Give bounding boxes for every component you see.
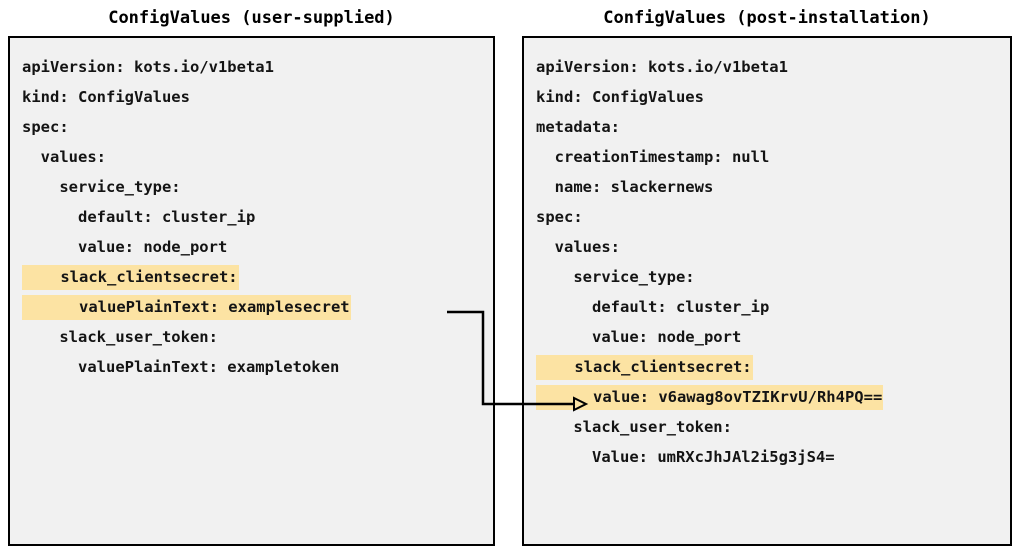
panel-title-post-installation: ConfigValues (post-installation) xyxy=(603,8,931,28)
code-text: valuePlainText: exampletoken xyxy=(22,358,340,376)
code-line: apiVersion: kots.io/v1beta1 xyxy=(524,52,1010,82)
code-text: name: slackernews xyxy=(536,178,714,196)
code-text: service_type: xyxy=(536,268,695,286)
code-text: default: cluster_ip xyxy=(536,298,770,316)
code-text: value: node_port xyxy=(536,328,742,346)
code-line-highlighted: valuePlainText: examplesecret xyxy=(10,292,493,322)
code-line-highlighted: slack_clientsecret: xyxy=(524,352,1010,382)
code-text: values: xyxy=(22,148,106,166)
highlighted-code-text: slack_clientsecret: xyxy=(22,265,239,290)
code-text: apiVersion: kots.io/v1beta1 xyxy=(536,58,788,76)
code-line: spec: xyxy=(10,112,493,142)
code-line: slack_user_token: xyxy=(524,412,1010,442)
code-line-highlighted: slack_clientsecret: xyxy=(10,262,493,292)
code-line: Value: umRXcJhJAl2i5g3jS4= xyxy=(524,442,1010,472)
code-line: service_type: xyxy=(10,172,493,202)
code-text: kind: ConfigValues xyxy=(536,88,704,106)
code-line: name: slackernews xyxy=(524,172,1010,202)
code-line: value: node_port xyxy=(524,322,1010,352)
code-text: metadata: xyxy=(536,118,620,136)
code-text: kind: ConfigValues xyxy=(22,88,190,106)
code-text: spec: xyxy=(536,208,583,226)
code-line: apiVersion: kots.io/v1beta1 xyxy=(10,52,493,82)
code-line: values: xyxy=(524,232,1010,262)
code-line: creationTimestamp: null xyxy=(524,142,1010,172)
code-text: service_type: xyxy=(22,178,181,196)
panel-title-user-supplied: ConfigValues (user-supplied) xyxy=(108,8,395,28)
highlighted-code-text: valuePlainText: examplesecret xyxy=(22,295,351,320)
code-line: default: cluster_ip xyxy=(10,202,493,232)
code-text: default: cluster_ip xyxy=(22,208,256,226)
code-text: slack_user_token: xyxy=(536,418,732,436)
code-line: slack_user_token: xyxy=(10,322,493,352)
code-line-highlighted: value: v6awag8ovTZIKrvU/Rh4PQ== xyxy=(524,382,1010,412)
code-line: metadata: xyxy=(524,112,1010,142)
code-text: apiVersion: kots.io/v1beta1 xyxy=(22,58,274,76)
code-text: value: node_port xyxy=(22,238,228,256)
code-line: valuePlainText: exampletoken xyxy=(10,352,493,382)
code-line: kind: ConfigValues xyxy=(524,82,1010,112)
highlighted-code-text: value: v6awag8ovTZIKrvU/Rh4PQ== xyxy=(536,385,884,410)
highlighted-code-text: slack_clientsecret: xyxy=(536,355,753,380)
code-box-user-supplied: apiVersion: kots.io/v1beta1 kind: Config… xyxy=(8,36,495,546)
code-line: default: cluster_ip xyxy=(524,292,1010,322)
code-line: kind: ConfigValues xyxy=(10,82,493,112)
code-text: Value: umRXcJhJAl2i5g3jS4= xyxy=(536,448,835,466)
code-line: service_type: xyxy=(524,262,1010,292)
code-line: values: xyxy=(10,142,493,172)
code-line: value: node_port xyxy=(10,232,493,262)
code-line: spec: xyxy=(524,202,1010,232)
code-text: slack_user_token: xyxy=(22,328,218,346)
code-box-post-installation: apiVersion: kots.io/v1beta1 kind: Config… xyxy=(522,36,1012,546)
code-text: values: xyxy=(536,238,620,256)
code-text: creationTimestamp: null xyxy=(536,148,770,166)
code-text: spec: xyxy=(22,118,69,136)
